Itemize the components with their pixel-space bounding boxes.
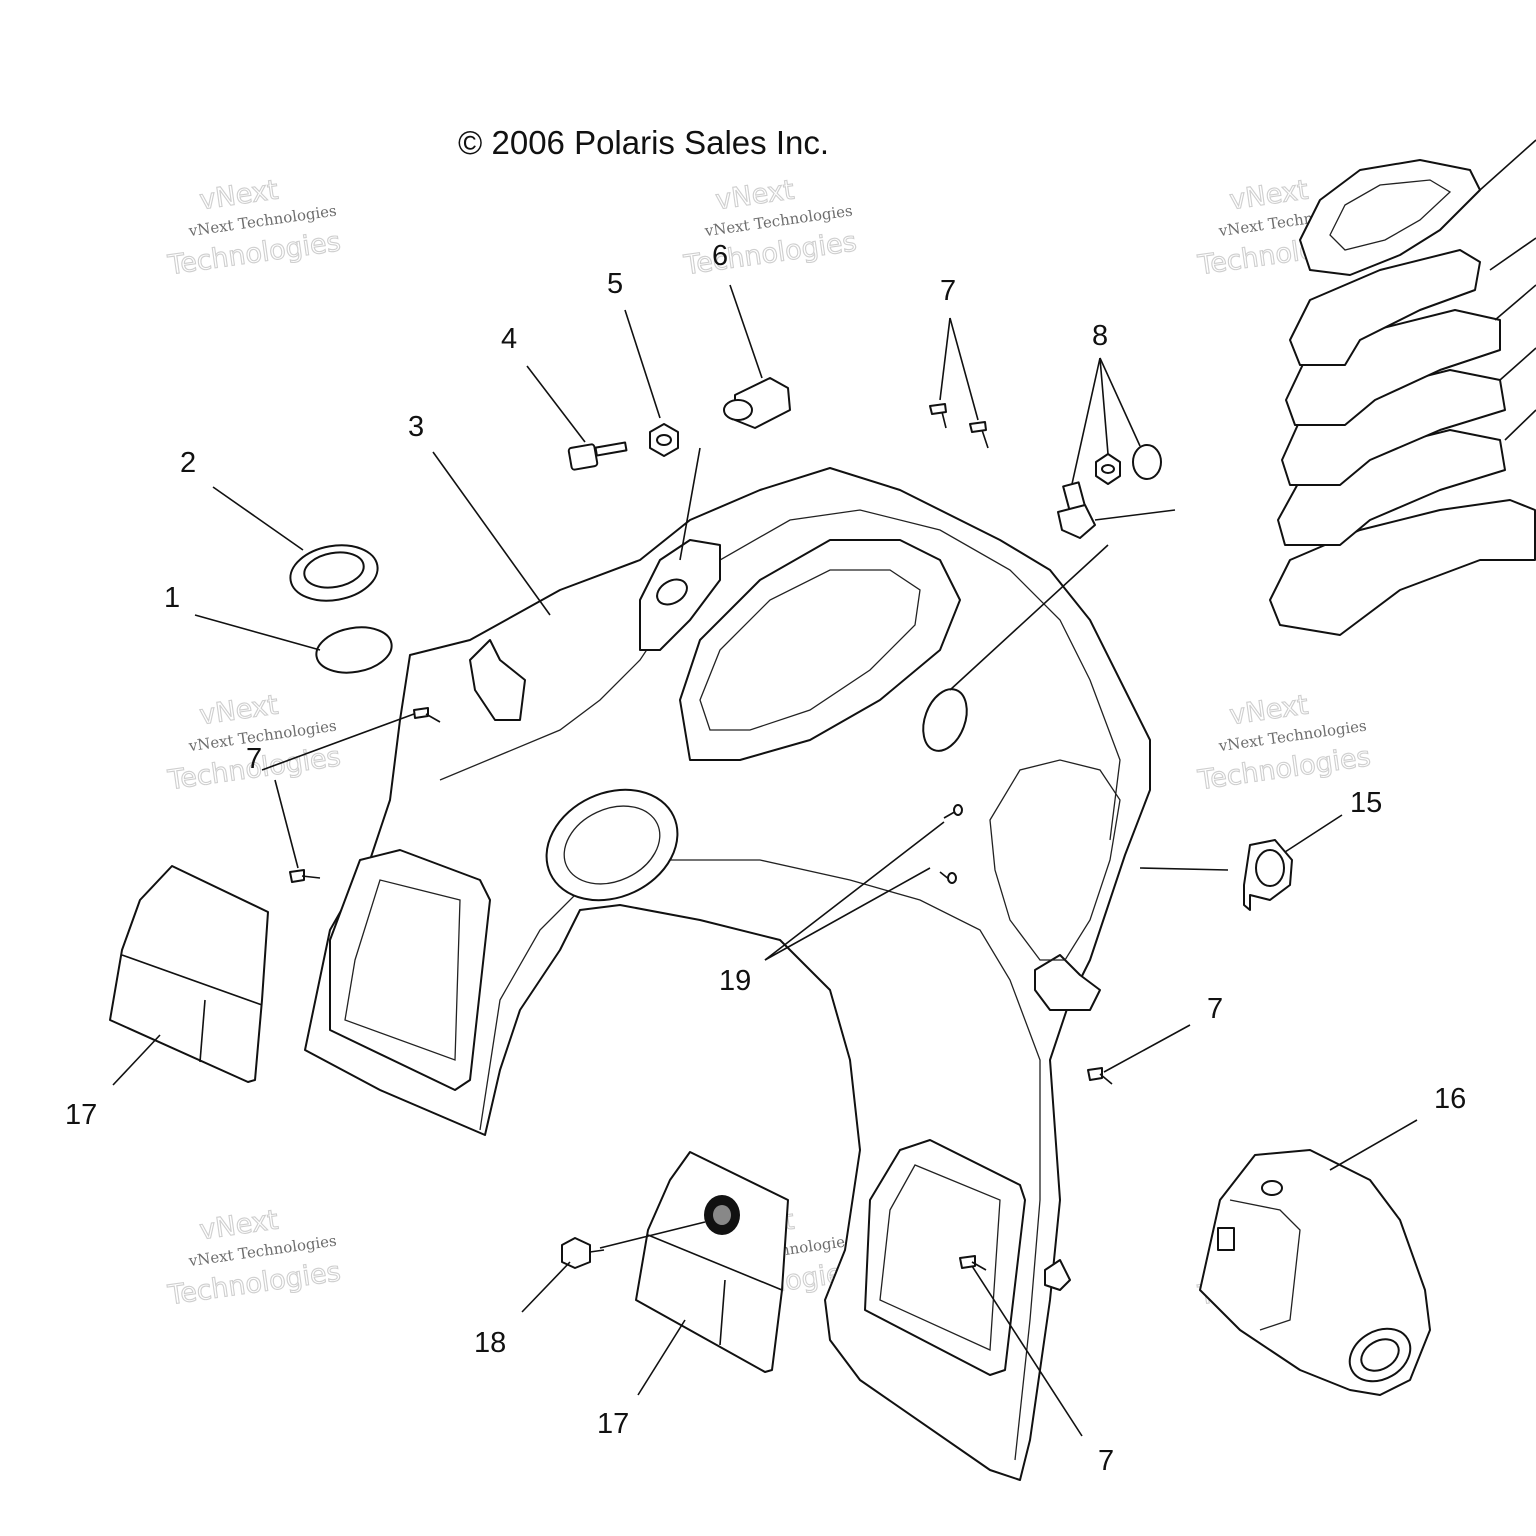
callout-7: 7 — [1207, 993, 1223, 1025]
screw-part — [929, 403, 947, 429]
callout-7: 7 — [246, 743, 262, 775]
grommet-bracket-part — [1243, 839, 1293, 911]
rivet-part — [943, 804, 963, 819]
leader-lines — [112, 284, 1418, 1437]
watermark: vNext vNext Technologies Technologies — [165, 689, 343, 797]
hood-cowl-part — [304, 467, 1151, 1481]
svg-text:vNext: vNext — [1228, 690, 1310, 732]
rivet-part — [939, 871, 957, 884]
screw-part — [289, 869, 321, 883]
callout-6: 6 — [712, 240, 728, 272]
screw-part — [413, 707, 441, 723]
watermark: vNext vNext Technologies Technologies — [165, 1204, 343, 1312]
callout-labels: 1 2 3 4 5 6 7 8 7 15 7 16 19 17 18 17 7 — [65, 240, 1466, 1477]
copyright-text: © 2006 Polaris Sales Inc. — [458, 124, 829, 161]
watermark: vNext vNext Technologies Technologies — [1195, 689, 1373, 797]
callout-4: 4 — [501, 323, 517, 355]
svg-text:vNext: vNext — [714, 175, 796, 217]
watermark: vNext vNext Technologies Technologies — [681, 174, 859, 282]
screw-part — [1087, 1067, 1113, 1085]
callout-17: 17 — [65, 1099, 97, 1131]
callout-17: 17 — [597, 1408, 629, 1440]
screw-part — [969, 421, 989, 449]
callout-2: 2 — [180, 447, 196, 479]
callout-3: 3 — [408, 411, 424, 443]
ignition-key-part — [567, 441, 628, 471]
screw-part — [959, 1255, 987, 1271]
lock-ring-part — [289, 544, 379, 602]
side-panel-part — [635, 1151, 789, 1373]
plug-part — [561, 1237, 605, 1269]
callout-18: 18 — [474, 1327, 506, 1359]
console-housing-part — [1199, 1149, 1431, 1396]
callout-8: 8 — [1092, 320, 1108, 352]
svg-text:vNext: vNext — [198, 1205, 280, 1247]
callout-7: 7 — [940, 275, 956, 307]
callout-15: 15 — [1350, 787, 1382, 819]
callout-5: 5 — [607, 268, 623, 300]
callout-19: 19 — [719, 965, 751, 997]
o-ring-part — [315, 626, 393, 674]
callout-16: 16 — [1434, 1083, 1466, 1115]
callout-7: 7 — [1098, 1445, 1114, 1477]
ignition-switch-part — [723, 377, 791, 429]
nut-part — [649, 423, 679, 457]
svg-text:vNext: vNext — [1228, 175, 1310, 217]
svg-text:vNext: vNext — [198, 690, 280, 732]
watermark: vNext vNext Technologies Technologies — [165, 174, 343, 282]
svg-text:vNext: vNext — [198, 175, 280, 217]
decal-panel-stack — [1269, 139, 1536, 636]
switch-assembly-part — [1057, 444, 1176, 539]
callout-1: 1 — [164, 582, 180, 614]
side-panel-part — [109, 865, 269, 1083]
